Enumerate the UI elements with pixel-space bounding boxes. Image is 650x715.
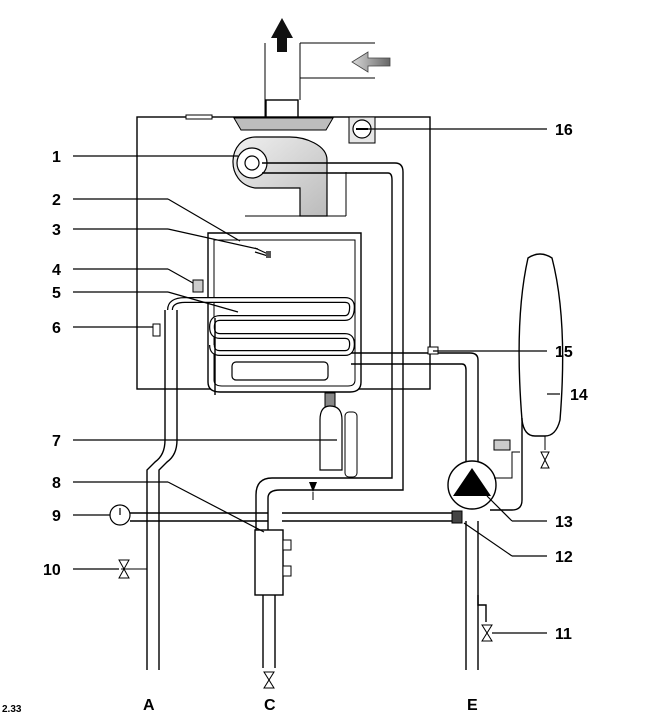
callout-1: 1: [52, 149, 61, 166]
callout-6: 6: [52, 320, 61, 337]
callout-10: 10: [43, 562, 61, 579]
flue-assembly: [233, 18, 391, 131]
leader-lines: [73, 128, 560, 634]
condensate-trap: [309, 392, 358, 500]
connection-a: A: [143, 697, 155, 714]
callout-4: 4: [52, 262, 61, 279]
callout-15: 15: [555, 344, 573, 361]
callout-labels: 1 2 3 4 5 6 7 8 9 10 11 12 13 14 15 16: [43, 122, 588, 643]
filter: [451, 510, 463, 524]
diverter-valve: [254, 529, 292, 689]
callout-8: 8: [52, 475, 61, 492]
figure-code: 2.33: [2, 704, 22, 715]
air-intake-arrow-icon: [351, 51, 391, 73]
connection-c: C: [264, 697, 276, 714]
pressure-gauge: [109, 504, 131, 526]
callout-14: 14: [570, 387, 588, 404]
callout-5: 5: [52, 285, 61, 302]
exhaust-arrow-icon: [271, 18, 293, 52]
temperature-sensor: [152, 323, 161, 337]
safety-thermostat: [192, 279, 204, 293]
callout-12: 12: [555, 549, 573, 566]
expansion-vessel: [490, 253, 564, 511]
callout-13: 13: [555, 514, 573, 531]
callout-7: 7: [52, 433, 61, 450]
connection-labels: A C E: [143, 697, 478, 714]
callout-16: 16: [555, 122, 573, 139]
circulation-pump: [447, 439, 520, 510]
safety-valve: [118, 559, 147, 579]
callout-2: 2: [52, 192, 61, 209]
combustion-chamber: [167, 232, 362, 393]
air-pressure-switch: [348, 116, 376, 144]
callout-9: 9: [52, 508, 61, 525]
connection-e: E: [467, 697, 478, 714]
fan: [232, 136, 347, 217]
callout-3: 3: [52, 222, 61, 239]
callout-11: 11: [555, 626, 572, 643]
